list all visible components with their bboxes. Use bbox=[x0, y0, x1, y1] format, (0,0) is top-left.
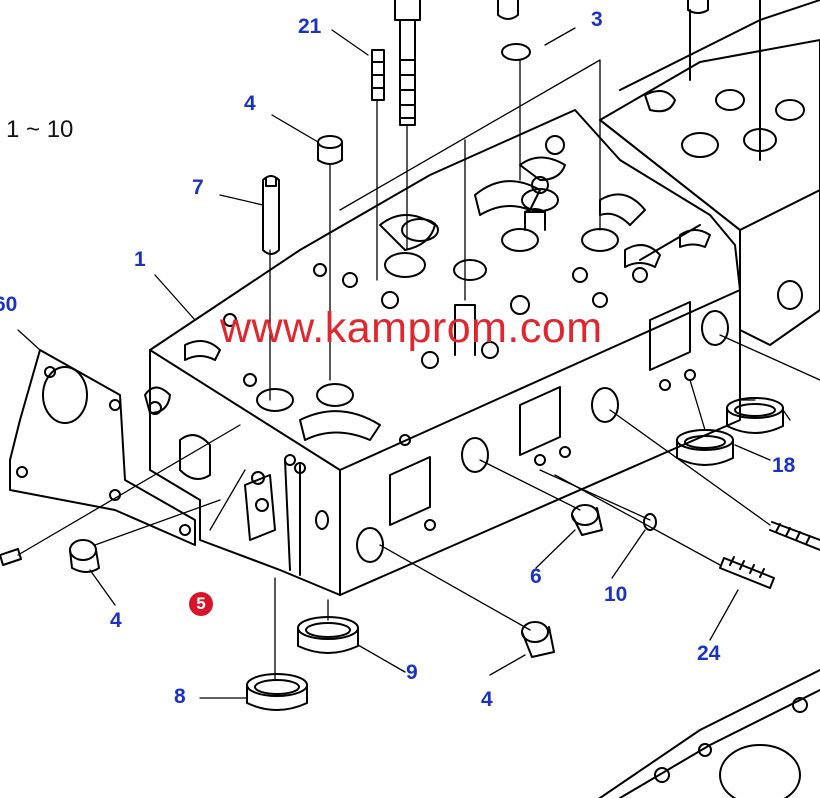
callout-8[interactable]: 8 bbox=[174, 685, 186, 708]
main-cylinder-head bbox=[144, 109, 741, 596]
callout-21[interactable]: 21 bbox=[298, 15, 322, 38]
watermark: www.kamprom.com bbox=[220, 304, 603, 352]
callout-18[interactable]: 18 bbox=[772, 454, 796, 477]
callout-4-left[interactable]: 4 bbox=[110, 609, 122, 632]
seals bbox=[69, 397, 784, 711]
rear-cylinder-head bbox=[599, 0, 820, 346]
callout-4-top[interactable]: 4 bbox=[244, 92, 256, 115]
callout-4-bottom[interactable]: 4 bbox=[481, 688, 493, 711]
callout-10[interactable]: 10 bbox=[604, 583, 628, 606]
range-label: 1 ~ 10 bbox=[6, 116, 74, 143]
callout-60[interactable]: 60 bbox=[0, 293, 18, 316]
callout-9[interactable]: 9 bbox=[406, 661, 418, 684]
callout-7[interactable]: 7 bbox=[192, 176, 204, 199]
fasteners bbox=[0, 0, 820, 589]
callout-5-highlighted[interactable]: 5 bbox=[189, 592, 213, 616]
callout-6[interactable]: 6 bbox=[530, 565, 542, 588]
head-gasket bbox=[599, 669, 820, 798]
callout-1[interactable]: 1 bbox=[134, 248, 146, 271]
leader-lines bbox=[17, 27, 820, 699]
callout-3[interactable]: 3 bbox=[591, 8, 603, 31]
side-gasket bbox=[9, 349, 196, 546]
callout-24[interactable]: 24 bbox=[697, 642, 721, 665]
